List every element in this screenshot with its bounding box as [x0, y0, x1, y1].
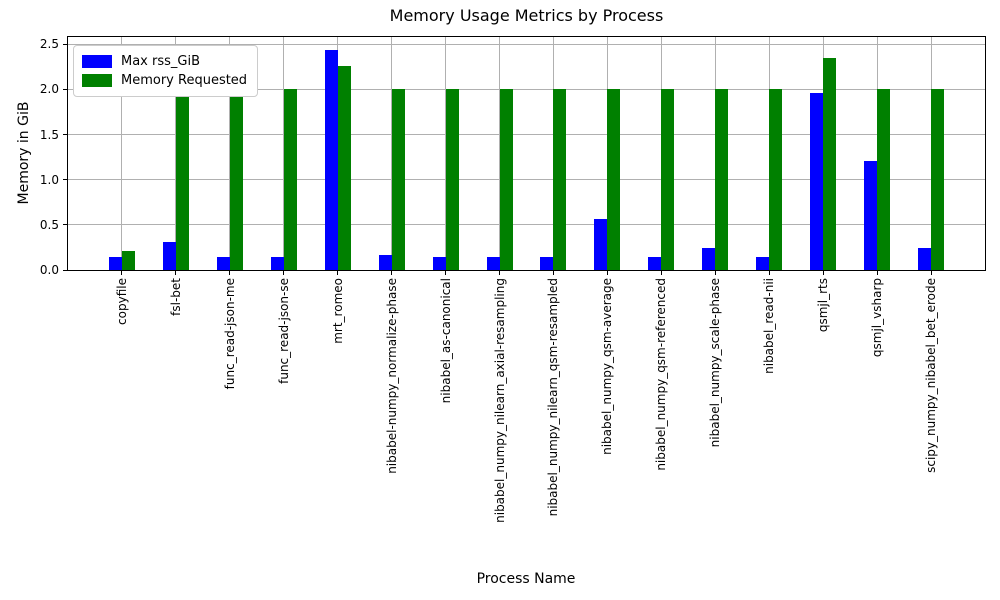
x-tick-mark — [606, 271, 608, 275]
x-tick-mark — [175, 271, 177, 275]
y-tick-label: 0.5 — [39, 217, 59, 232]
bar-memory-requested — [553, 89, 567, 270]
bar-max-rss — [810, 93, 824, 270]
x-tick-label: nibabel_numpy_qsm-referenced — [654, 278, 669, 471]
bar-memory-requested — [823, 58, 837, 270]
bar-memory-requested — [499, 89, 513, 270]
gridline-horizontal — [68, 134, 985, 136]
x-tick-mark — [660, 271, 662, 275]
x-tick-mark — [229, 271, 231, 275]
bar-max-rss — [270, 257, 284, 270]
bar-max-rss — [540, 257, 554, 270]
bar-max-rss — [918, 248, 932, 270]
bar-max-rss — [162, 242, 176, 270]
bar-memory-requested — [769, 89, 783, 270]
legend-item-max-rss: Max rss_GiB — [82, 52, 247, 71]
x-tick-mark — [337, 271, 339, 275]
gridline-horizontal — [68, 88, 985, 90]
legend-swatch-max-rss — [82, 55, 112, 68]
x-tick-mark — [822, 271, 824, 275]
legend: Max rss_GiB Memory Requested — [73, 45, 259, 97]
x-tick-mark — [121, 271, 123, 275]
bar-max-rss — [108, 257, 122, 270]
x-tick-label: func_read-json-me — [222, 278, 237, 390]
x-tick-label: nibabel-numpy_normalize-phase — [384, 278, 399, 474]
x-tick-mark — [876, 271, 878, 275]
bar-memory-requested — [121, 251, 135, 270]
x-tick-label: func_read-json-se — [276, 278, 291, 384]
legend-label-memory-requested: Memory Requested — [121, 73, 248, 88]
bar-memory-requested — [715, 89, 729, 270]
x-tick-label: nibabel_as-canonical — [438, 278, 453, 404]
bar-memory-requested — [877, 89, 891, 270]
bar-memory-requested — [391, 89, 405, 270]
plot-layer — [68, 37, 985, 270]
bar-max-rss — [864, 161, 878, 270]
x-tick-mark — [391, 271, 393, 275]
bar-memory-requested — [229, 89, 243, 270]
bar-max-rss — [594, 219, 608, 270]
bar-max-rss — [324, 50, 338, 270]
legend-label-max-rss: Max rss_GiB — [121, 54, 201, 69]
x-tick-label: nibabel_read-nii — [762, 278, 777, 374]
x-tick-label: fsl-bet — [168, 278, 183, 316]
x-tick-label: qsmjl_vsharp — [870, 278, 885, 358]
legend-item-memory-requested: Memory Requested — [82, 71, 247, 90]
gridline-horizontal — [68, 224, 985, 226]
x-tick-mark — [930, 271, 932, 275]
bar-max-rss — [216, 257, 230, 270]
x-tick-mark — [714, 271, 716, 275]
bar-max-rss — [378, 255, 392, 270]
x-tick-mark — [445, 271, 447, 275]
y-tick-label: 2.5 — [39, 37, 59, 52]
x-tick-label: nibabel_numpy_nilearn_qsm-resampled — [546, 278, 561, 517]
x-tick-label: nibabel_numpy_qsm-average — [600, 278, 615, 455]
x-axis-label: Process Name — [476, 571, 576, 587]
x-tick-label: scipy_numpy_nibabel_bet_erode — [924, 278, 939, 473]
legend-swatch-memory-requested — [82, 74, 112, 87]
bar-memory-requested — [607, 89, 621, 270]
plot-area: Max rss_GiB Memory Requested — [67, 36, 986, 271]
bar-max-rss — [756, 257, 770, 270]
bar-memory-requested — [283, 89, 297, 270]
bar-memory-requested — [661, 89, 675, 270]
x-tick-mark — [552, 271, 554, 275]
x-tick-label: nibabel_numpy_nilearn_axial-resampling — [492, 278, 507, 523]
x-tick-mark — [283, 271, 285, 275]
x-tick-label: copyfile — [114, 278, 129, 325]
y-axis-label: Memory in GiB — [16, 101, 32, 205]
bar-memory-requested — [931, 89, 945, 270]
bar-max-rss — [702, 248, 716, 270]
bar-max-rss — [432, 257, 446, 270]
chart-title: Memory Usage Metrics by Process — [389, 6, 664, 25]
y-tick-label: 0.0 — [39, 263, 59, 277]
gridline-horizontal — [68, 43, 985, 45]
bar-max-rss — [486, 257, 500, 270]
x-tick-label: nibabel_numpy_scale-phase — [708, 278, 723, 448]
gridline-vertical — [121, 37, 123, 270]
bar-memory-requested — [175, 89, 189, 270]
x-tick-mark — [768, 271, 770, 275]
y-tick-label: 2.0 — [39, 82, 59, 97]
x-tick-mark — [499, 271, 501, 275]
bar-max-rss — [648, 257, 662, 270]
x-tick-label: qsmjl_rts — [816, 278, 831, 333]
x-tick-label: mrt_romeo — [330, 278, 345, 344]
gridline-horizontal — [68, 179, 985, 181]
bar-memory-requested — [337, 66, 351, 270]
bar-memory-requested — [445, 89, 459, 270]
